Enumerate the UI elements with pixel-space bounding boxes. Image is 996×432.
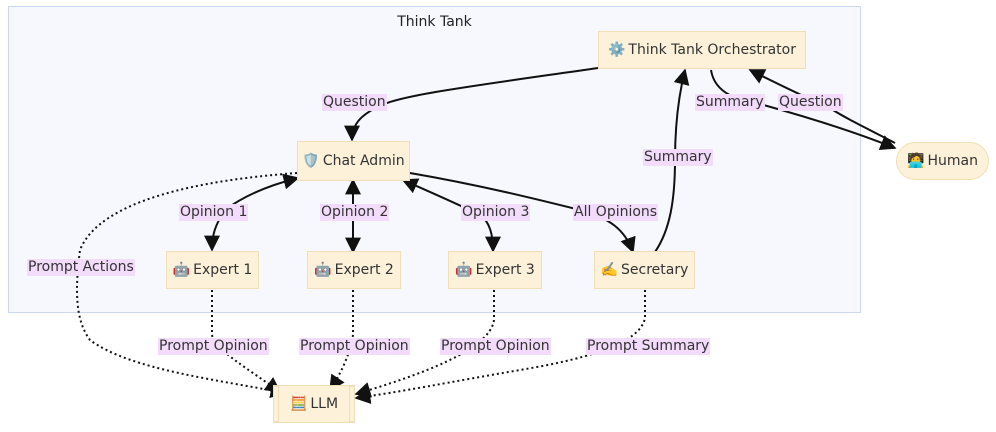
abacus-icon: 🧮 [289,396,308,412]
node-label: Secretary [621,262,689,278]
node-secretary[interactable]: ✍️ Secretary [594,251,695,289]
node-label: Human [927,153,978,169]
edge-expert1-to-llm [211,290,282,393]
writing-hand-icon: ✍️ [600,262,619,278]
robot-icon: 🤖 [172,262,191,278]
node-human[interactable]: 🧑‍💻 Human [896,142,989,180]
edge-secretary-to-llm [354,290,646,404]
edge-orch-to-human [710,69,897,151]
node-chat-admin[interactable]: 🛡️ Chat Admin [297,141,410,181]
edge-label-admin-expert2: Opinion 2 [320,204,390,221]
node-label: Expert 2 [334,262,394,278]
edge-expert3-to-llm [354,290,495,398]
edge-label-orch-to-human: Summary [695,94,765,111]
technologist-icon: 🧑‍💻 [907,153,925,169]
node-label: LLM [310,396,339,412]
edge-expert2-to-llm [329,290,354,392]
edge-orch-to-admin [344,67,599,142]
node-orchestrator[interactable]: ⚙️ Think Tank Orchestrator [598,31,806,69]
edge-label-expert2-to-llm: Prompt Opinion [299,338,410,355]
edge-label-human-to-orch: Question [778,94,843,111]
edge-label-secretary-to-llm: Prompt Summary [586,338,711,355]
edge-admin-to-llm [76,172,298,399]
cluster-title: Think Tank [397,14,472,30]
node-llm[interactable]: 🧮 LLM [273,385,355,423]
node-label: Chat Admin [322,153,405,169]
edge-label-admin-expert3: Opinion 3 [461,204,531,221]
node-label: Expert 3 [475,262,535,278]
node-expert-1[interactable]: 🤖 Expert 1 [166,251,259,289]
node-expert-2[interactable]: 🤖 Expert 2 [307,251,401,289]
edge-label-admin-to-secretary: All Opinions [573,204,659,221]
robot-icon: 🤖 [455,262,473,278]
edge-admin-to-secretary [409,172,636,254]
gear-icon: ⚙️ [607,42,626,58]
robot-icon: 🤖 [314,262,332,278]
shield-icon: 🛡️ [302,153,320,169]
edge-label-admin-expert1: Opinion 1 [179,204,249,221]
edge-label-expert1-to-llm: Prompt Opinion [158,338,269,355]
node-label: Expert 1 [193,262,253,278]
edge-label-admin-to-llm: Prompt Actions [27,259,135,276]
edge-label-expert3-to-llm: Prompt Opinion [440,338,551,355]
edge-label-secretary-to-orch: Summary [643,149,713,166]
node-label: Think Tank Orchestrator [628,42,796,58]
edge-label-orch-to-admin: Question [322,94,387,111]
node-expert-3[interactable]: 🤖 Expert 3 [448,251,542,289]
